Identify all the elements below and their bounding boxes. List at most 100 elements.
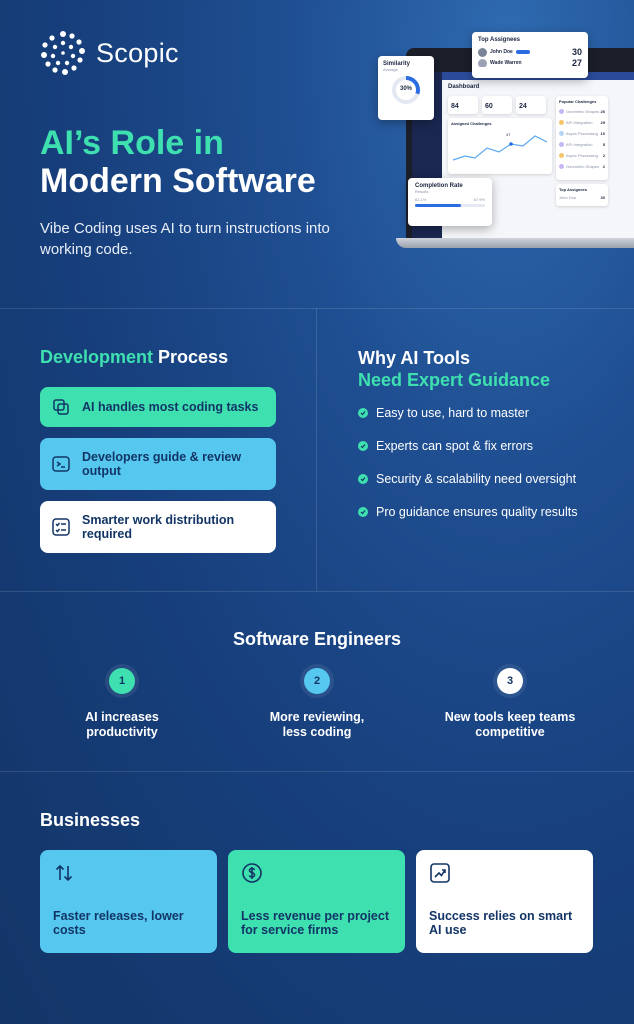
challenge-name: Async Processing	[566, 152, 598, 158]
engineers-title: Software Engineers	[232, 629, 402, 649]
mock-chart-peak: 47	[506, 132, 511, 137]
divider	[0, 771, 634, 772]
mock-stat-2: 60	[482, 96, 512, 114]
challenge-value: 5	[602, 141, 605, 147]
trend-up-icon	[429, 863, 451, 888]
check-icon	[358, 507, 368, 517]
divider	[316, 308, 317, 591]
mock-stat-3-value: 24	[519, 103, 527, 110]
dev-item-smarter-distribution: Smarter work distribution required	[40, 501, 276, 553]
similarity-sub: Average	[383, 67, 398, 72]
assignee-value: 27	[571, 59, 582, 67]
why-item-label: Security & scalability need oversight	[376, 472, 577, 486]
popular-challenge-row: Async Processing 2	[559, 151, 605, 159]
challenge-icon	[559, 163, 564, 169]
check-icon	[358, 474, 368, 484]
hero-title-accent: AI’s Role in	[40, 124, 224, 162]
assignee-badge	[515, 50, 530, 54]
engineers-item-label: More reviewing, less coding	[269, 710, 365, 739]
why-item: Pro guidance ensures quality results	[358, 505, 578, 519]
divider	[0, 591, 634, 592]
why-item: Experts can spot & fix errors	[358, 439, 533, 453]
mock-stat-2-value: 60	[485, 103, 493, 110]
business-card-label: Faster releases, lower costs	[53, 909, 184, 937]
challenge-icon	[559, 130, 564, 136]
laptop-mockup: Dashboard 84 60 24 Assigned Challenges 4…	[376, 30, 634, 260]
similarity-card: Similarity Average 30%	[378, 56, 434, 120]
engineers-item-1: 1 AI increases productivity	[32, 664, 212, 740]
challenge-name: Geometric Shapes	[566, 108, 600, 114]
number-badge: 1	[109, 668, 135, 694]
hero-subtitle: Vibe Coding uses AI to turn instructions…	[40, 220, 330, 258]
assignee-name: John Doe	[490, 49, 513, 55]
challenge-name: Geometric Shapes	[566, 163, 600, 169]
completion-rate-card: Completion Rate Results 62.1% 67.9%	[408, 178, 492, 226]
terminal-icon	[50, 453, 72, 475]
business-card-label: Less revenue per project for service fir…	[241, 909, 389, 937]
businesses-title: Businesses	[40, 810, 141, 830]
challenge-value: 2	[602, 163, 605, 169]
challenge-name: API Integration	[566, 119, 593, 125]
hero-title-rest: Modern Software	[40, 162, 316, 200]
swap-arrows-icon	[53, 864, 75, 888]
check-icon	[358, 408, 368, 418]
copy-icon	[50, 396, 72, 418]
why-item-label: Experts can spot & fix errors	[376, 439, 534, 453]
challenge-icon	[559, 152, 564, 158]
check-icon	[358, 441, 368, 451]
why-item: Security & scalability need oversight	[358, 472, 576, 486]
similarity-donut: 30%	[391, 75, 421, 105]
assignee-value: 30	[571, 47, 582, 57]
completion-fill	[415, 204, 461, 207]
why-title: Why AI Tools Need Expert Guidance	[358, 347, 550, 391]
top-assignees-title: Top Assignees	[478, 37, 521, 43]
mock-stat-3: 24	[516, 96, 546, 114]
engineers-item-label: New tools keep teams competitive	[444, 710, 576, 739]
business-card-success-smart-ai: Success relies on smart AI use	[416, 850, 593, 953]
number-badge: 3	[497, 668, 523, 694]
dev-item-ai-coding: AI handles most coding tasks	[40, 387, 276, 427]
why-title-line1: Why AI Tools	[358, 348, 470, 368]
engineers-item-3: 3 New tools keep teams competitive	[420, 664, 600, 740]
laptop-base	[396, 238, 634, 248]
mock-dashboard-title: Dashboard	[448, 84, 480, 90]
avatar	[478, 59, 487, 67]
mock-top-assignee-title: Top Assignees	[559, 187, 588, 192]
dev-title-rest: Process	[153, 347, 229, 367]
challenge-name: Async Processing	[566, 130, 598, 136]
why-item-label: Pro guidance ensures quality results	[376, 505, 578, 519]
hero-title: AI’s Role in Modern Software	[40, 124, 316, 200]
top-assignee-row: Wade Warren 27	[478, 59, 582, 67]
mock-stat-1: 84	[448, 96, 478, 114]
mock-chart-card: Assigned Challenges 47	[448, 118, 552, 174]
mock-popular-title: Popular Challenges	[559, 99, 597, 104]
challenge-icon	[559, 108, 564, 114]
similarity-value: 30%	[399, 86, 412, 92]
dev-title-accent: Development	[40, 347, 154, 367]
dollar-icon	[241, 863, 263, 888]
scopic-logo-icon	[41, 31, 85, 75]
dev-process-title: Development Process	[40, 347, 228, 368]
business-card-less-revenue: Less revenue per project for service fir…	[228, 850, 405, 953]
completion-sub: Results	[415, 189, 429, 194]
challenge-icon	[559, 119, 564, 125]
mock-top-assignee-card: Top Assignees John Doe 30	[556, 184, 608, 206]
similarity-title: Similarity	[383, 61, 411, 67]
challenge-value: 2	[602, 152, 605, 158]
completion-left: 62.1%	[415, 197, 427, 202]
dev-item-label: Developers guide & review output	[82, 450, 242, 478]
challenge-name: API Integration	[566, 141, 593, 147]
divider	[0, 308, 634, 309]
business-card-faster-releases: Faster releases, lower costs	[40, 850, 217, 953]
brand-name: Scopic	[96, 37, 179, 68]
assignee-name: Wade Warren	[490, 60, 522, 66]
mock-top-assignee-name: John Doe	[559, 195, 577, 200]
completion-right: 67.9%	[473, 197, 485, 202]
why-item: Easy to use, hard to master	[358, 406, 529, 420]
mock-stat-1-value: 84	[451, 103, 459, 110]
challenge-value: 29	[600, 119, 605, 125]
